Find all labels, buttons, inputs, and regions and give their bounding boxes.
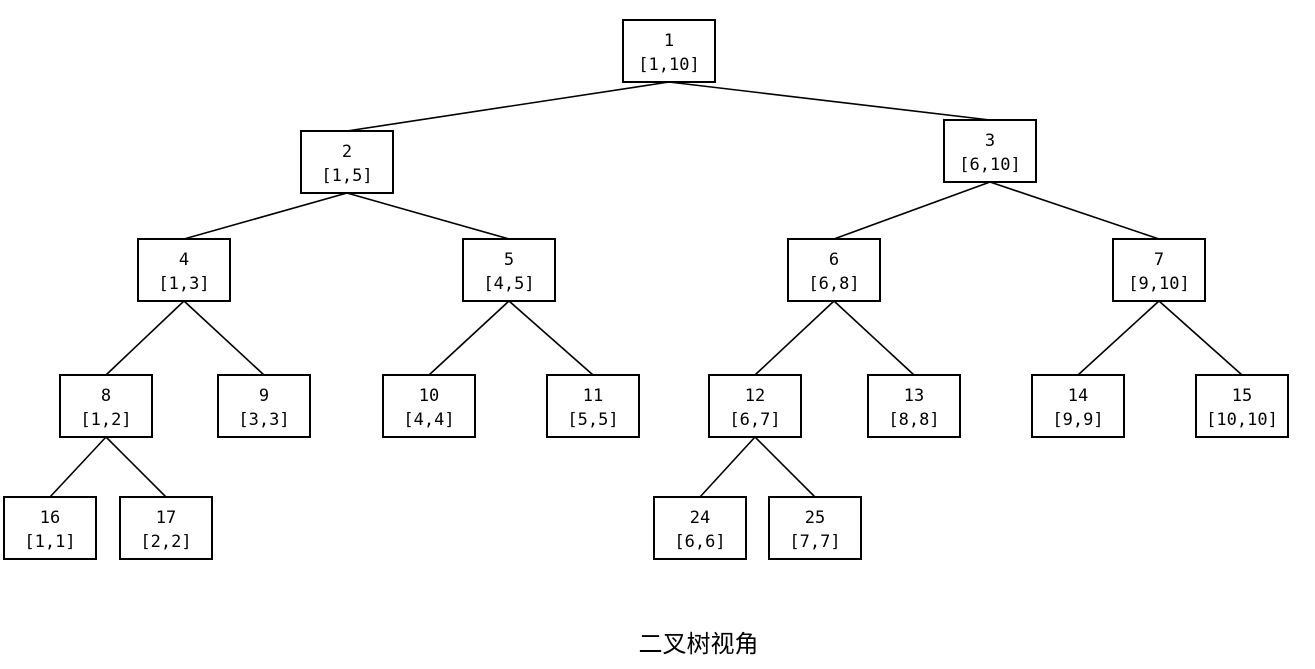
tree-edge-7-14	[1077, 300, 1160, 376]
tree-edge-2-5	[346, 192, 510, 240]
node-box	[119, 496, 213, 560]
node-box	[217, 374, 311, 438]
node-range: [5,5]	[567, 410, 618, 430]
tree-node-7: 7 [9,10]	[1112, 238, 1206, 302]
node-range: [6,7]	[729, 410, 780, 430]
node-range: [1,1]	[24, 532, 75, 552]
node-box	[1195, 374, 1289, 438]
tree-node-3: 3 [6,10]	[943, 119, 1037, 183]
node-range: [4,4]	[403, 410, 454, 430]
node-id: 17	[156, 508, 176, 528]
node-range: [2,2]	[140, 532, 191, 552]
node-range: [1,3]	[158, 274, 209, 294]
tree-edge-7-15	[1158, 300, 1243, 376]
node-id: 7	[1154, 250, 1164, 270]
node-range: [6,8]	[808, 274, 859, 294]
node-range: [3,3]	[238, 410, 289, 430]
node-id: 24	[690, 508, 710, 528]
tree-edge-8-16	[49, 436, 107, 498]
node-id: 9	[259, 386, 269, 406]
tree-edge-4-8	[105, 300, 185, 376]
node-box	[768, 496, 862, 560]
tree-node-12: 12 [6,7]	[708, 374, 802, 438]
tree-node-13: 13 [8,8]	[867, 374, 961, 438]
tree-node-16: 16 [1,1]	[3, 496, 97, 560]
node-range: [8,8]	[888, 410, 939, 430]
node-box	[787, 238, 881, 302]
tree-edge-3-7	[989, 181, 1160, 240]
node-range: [9,10]	[1128, 274, 1189, 294]
node-box	[546, 374, 640, 438]
tree-edge-4-9	[183, 300, 265, 376]
node-range: [10,10]	[1206, 410, 1278, 430]
node-range: [4,5]	[483, 274, 534, 294]
tree-node-8: 8 [1,2]	[59, 374, 153, 438]
tree-node-4: 4 [1,3]	[137, 238, 231, 302]
node-id: 10	[419, 386, 439, 406]
tree-node-11: 11 [5,5]	[546, 374, 640, 438]
node-id: 14	[1068, 386, 1088, 406]
node-box	[1112, 238, 1206, 302]
tree-edge-3-6	[833, 181, 991, 240]
node-range: [1,2]	[80, 410, 131, 430]
tree-edge-2-4	[183, 192, 348, 240]
node-box	[300, 130, 394, 194]
tree-edge-5-10	[428, 300, 510, 376]
node-range: [7,7]	[789, 532, 840, 552]
node-id: 13	[904, 386, 924, 406]
node-id: 11	[583, 386, 603, 406]
tree-node-24: 24 [6,6]	[653, 496, 747, 560]
node-box	[59, 374, 153, 438]
tree-nodes: 1 [1,10] 2 [1,5] 3 [6,10] 4 [1,3] 5 [4,5] 6 [6,8] 7 […	[3, 19, 1289, 560]
node-id: 5	[504, 250, 514, 270]
diagram-caption: 二叉树视角	[638, 630, 759, 658]
node-range: [9,9]	[1052, 410, 1103, 430]
node-id: 25	[805, 508, 825, 528]
node-box	[653, 496, 747, 560]
tree-node-1: 1 [1,10]	[622, 19, 716, 83]
node-range: [6,6]	[674, 532, 725, 552]
node-box	[708, 374, 802, 438]
node-id: 2	[342, 142, 352, 162]
node-box	[943, 119, 1037, 183]
tree-node-2: 2 [1,5]	[300, 130, 394, 194]
node-id: 6	[829, 250, 839, 270]
node-id: 12	[745, 386, 765, 406]
node-id: 1	[664, 31, 674, 51]
node-range: [1,10]	[638, 55, 699, 75]
node-box	[382, 374, 476, 438]
node-box	[462, 238, 556, 302]
node-box	[1031, 374, 1125, 438]
tree-edges	[49, 81, 1243, 498]
tree-edge-1-3	[668, 81, 991, 121]
tree-edge-6-12	[754, 300, 835, 376]
node-box	[137, 238, 231, 302]
tree-edge-8-17	[105, 436, 167, 498]
tree-edge-12-25	[754, 436, 816, 498]
node-box	[3, 496, 97, 560]
node-id: 8	[101, 386, 111, 406]
node-range: [6,10]	[959, 155, 1020, 175]
tree-edge-1-2	[346, 81, 670, 132]
node-id: 15	[1232, 386, 1252, 406]
tree-node-5: 5 [4,5]	[462, 238, 556, 302]
node-id: 4	[179, 250, 189, 270]
tree-node-17: 17 [2,2]	[119, 496, 213, 560]
tree-edge-6-13	[833, 300, 915, 376]
node-range: [1,5]	[321, 166, 372, 186]
node-id: 3	[985, 131, 995, 151]
node-id: 16	[40, 508, 60, 528]
tree-edge-12-24	[699, 436, 756, 498]
tree-node-25: 25 [7,7]	[768, 496, 862, 560]
tree-edge-5-11	[508, 300, 594, 376]
node-box	[622, 19, 716, 83]
tree-node-9: 9 [3,3]	[217, 374, 311, 438]
node-box	[867, 374, 961, 438]
tree-node-14: 14 [9,9]	[1031, 374, 1125, 438]
tree-node-6: 6 [6,8]	[787, 238, 881, 302]
tree-node-10: 10 [4,4]	[382, 374, 476, 438]
tree-node-15: 15 [10,10]	[1195, 374, 1289, 438]
